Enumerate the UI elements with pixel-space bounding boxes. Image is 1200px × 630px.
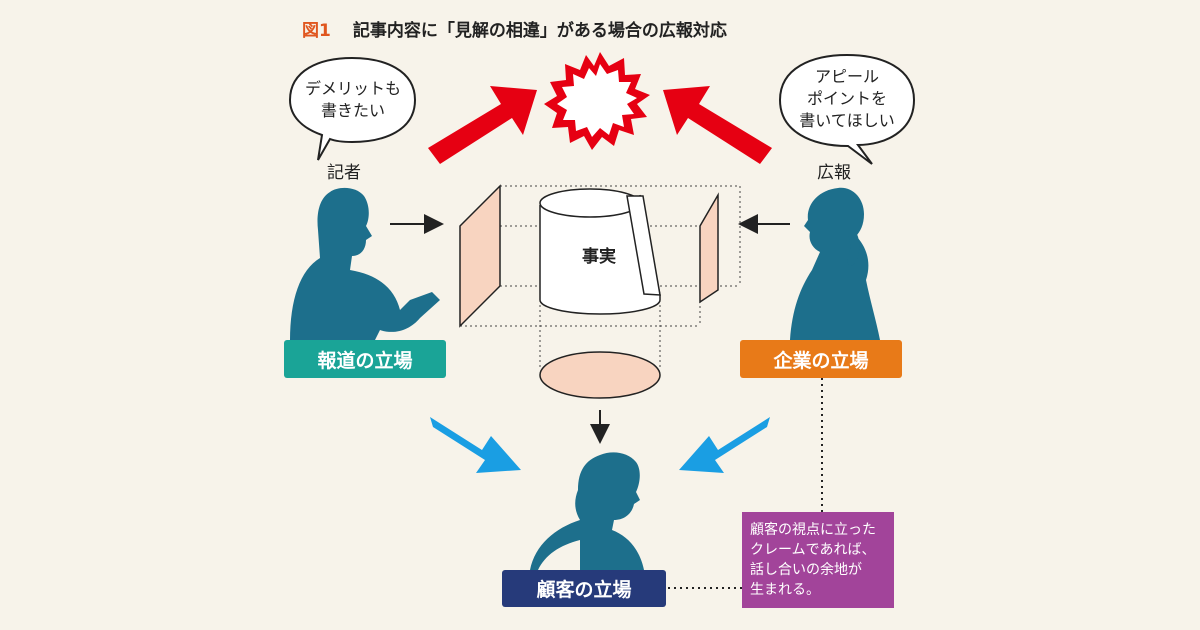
note-connector <box>668 378 823 589</box>
note-line: 話し合いの余地が <box>750 562 862 578</box>
figure-title: 図1 記事内容に「見解の相違」がある場合の広報対応 <box>302 16 727 41</box>
note-line: 顧客の視点に立った <box>750 522 876 538</box>
reporter-silhouette <box>290 187 440 340</box>
pr-conflict-arrow <box>663 86 772 164</box>
fact-label: 事実 <box>582 247 616 267</box>
pr-speech-line: 書いてほしい <box>799 111 895 130</box>
reporter-projection-plane <box>459 184 501 328</box>
media-standpoint-box: 報道の立場 <box>284 340 446 378</box>
pr-silhouette <box>790 187 880 340</box>
pr-speech-text: アピール ポイントを 書いてほしい <box>782 66 912 132</box>
reporter-speech-line: 書きたい <box>320 101 385 120</box>
company-standpoint-box: 企業の立場 <box>740 340 902 378</box>
reporter-label: 記者 <box>327 163 361 183</box>
pr-speech-bubble <box>778 53 916 165</box>
customer-standpoint-box: 顧客の立場 <box>502 570 666 607</box>
figure-number: 図1 <box>302 21 331 41</box>
fact-cylinder <box>539 188 661 315</box>
pr-speech-line: ポイントを <box>806 89 887 108</box>
pr-projection-plane <box>699 192 719 304</box>
customer-projection-ellipse <box>539 351 661 399</box>
company-to-customer-arrow <box>679 417 770 473</box>
reporter-speech-line: デメリットも <box>304 79 401 98</box>
figure-title-text: 記事内容に「見解の相違」がある場合の広報対応 <box>352 21 727 41</box>
reporter-speech-bubble <box>288 56 417 161</box>
pr-speech-line: アピール <box>814 67 879 86</box>
media-to-customer-arrow <box>430 417 521 473</box>
pr-label: 広報 <box>817 163 851 183</box>
customer-silhouette <box>530 452 644 570</box>
reporter-speech-text: デメリットも 書きたい <box>292 78 414 122</box>
note-line: 生まれる。 <box>750 582 820 598</box>
reporter-conflict-arrow <box>428 86 537 164</box>
note-box: 顧客の視点に立った クレームであれば、 話し合いの余地が 生まれる。 <box>742 512 894 608</box>
note-line: クレームであれば、 <box>750 542 876 558</box>
